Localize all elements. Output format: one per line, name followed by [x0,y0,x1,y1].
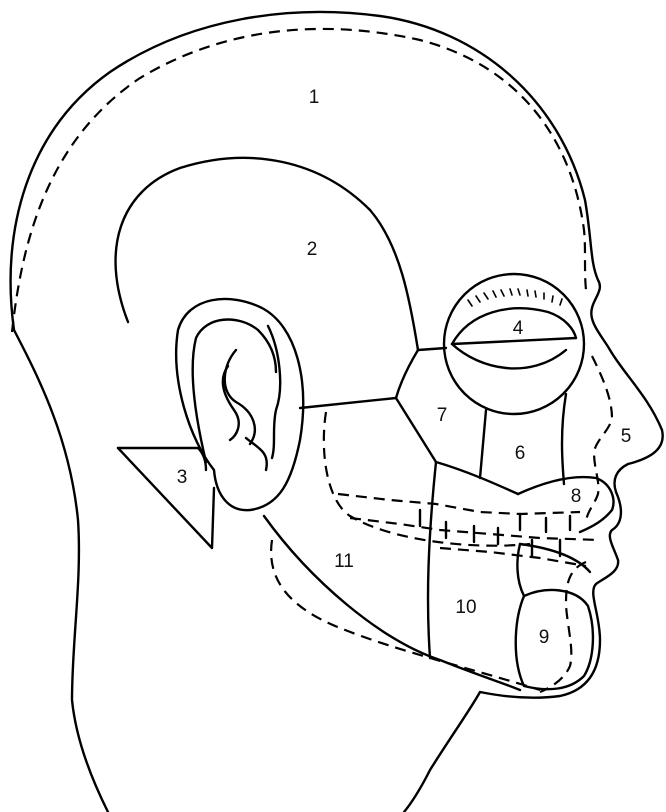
infraorbital-line [480,410,486,478]
neck-region-line [118,448,206,470]
zone-label-6: 6 [515,443,526,464]
lateral-nose-curve [436,462,518,494]
neck-back-line [14,330,108,812]
mandible-dashed [271,540,540,690]
jaw-line [264,516,520,690]
eyebrow-hatching [468,289,562,306]
zone-label-5: 5 [621,426,632,447]
zone-label-3: 3 [177,467,188,488]
temple-eye-line [418,348,446,350]
nasal-side-line [562,394,566,484]
zone-label-8: 8 [571,486,582,507]
zone-label-7: 7 [437,405,448,426]
neck-region-lower [118,448,214,548]
zone-label-2: 2 [307,239,318,260]
preauricular-line [300,398,396,408]
zone-label-10: 10 [455,597,476,618]
ear-helix-inner [193,320,276,462]
ear-lobe-line [246,438,267,470]
zone-label-1: 1 [309,87,320,108]
upper-lip-outline [518,477,613,532]
ear-concha [225,350,255,444]
eye-lower-lid [452,344,566,368]
chin-outline [516,590,593,689]
cheek-vertical-line [428,462,436,658]
oral-dashed-upper [338,494,580,514]
parotid-dashed [324,412,530,546]
zone-label-9: 9 [539,627,550,648]
lower-lip-lines [520,544,590,572]
head-outline [11,12,663,812]
nose-dashed [586,356,612,524]
lower-lip-outline [517,544,524,596]
temple-region-outline [116,158,418,350]
zone-label-11: 11 [334,551,354,572]
cheek-diagonal-line [396,398,436,462]
oral-dashed-lower [440,548,586,566]
scalp-dashed-boundary [12,29,586,332]
temple-to-cheek-line [396,350,418,398]
zone-label-4: 4 [513,318,524,339]
